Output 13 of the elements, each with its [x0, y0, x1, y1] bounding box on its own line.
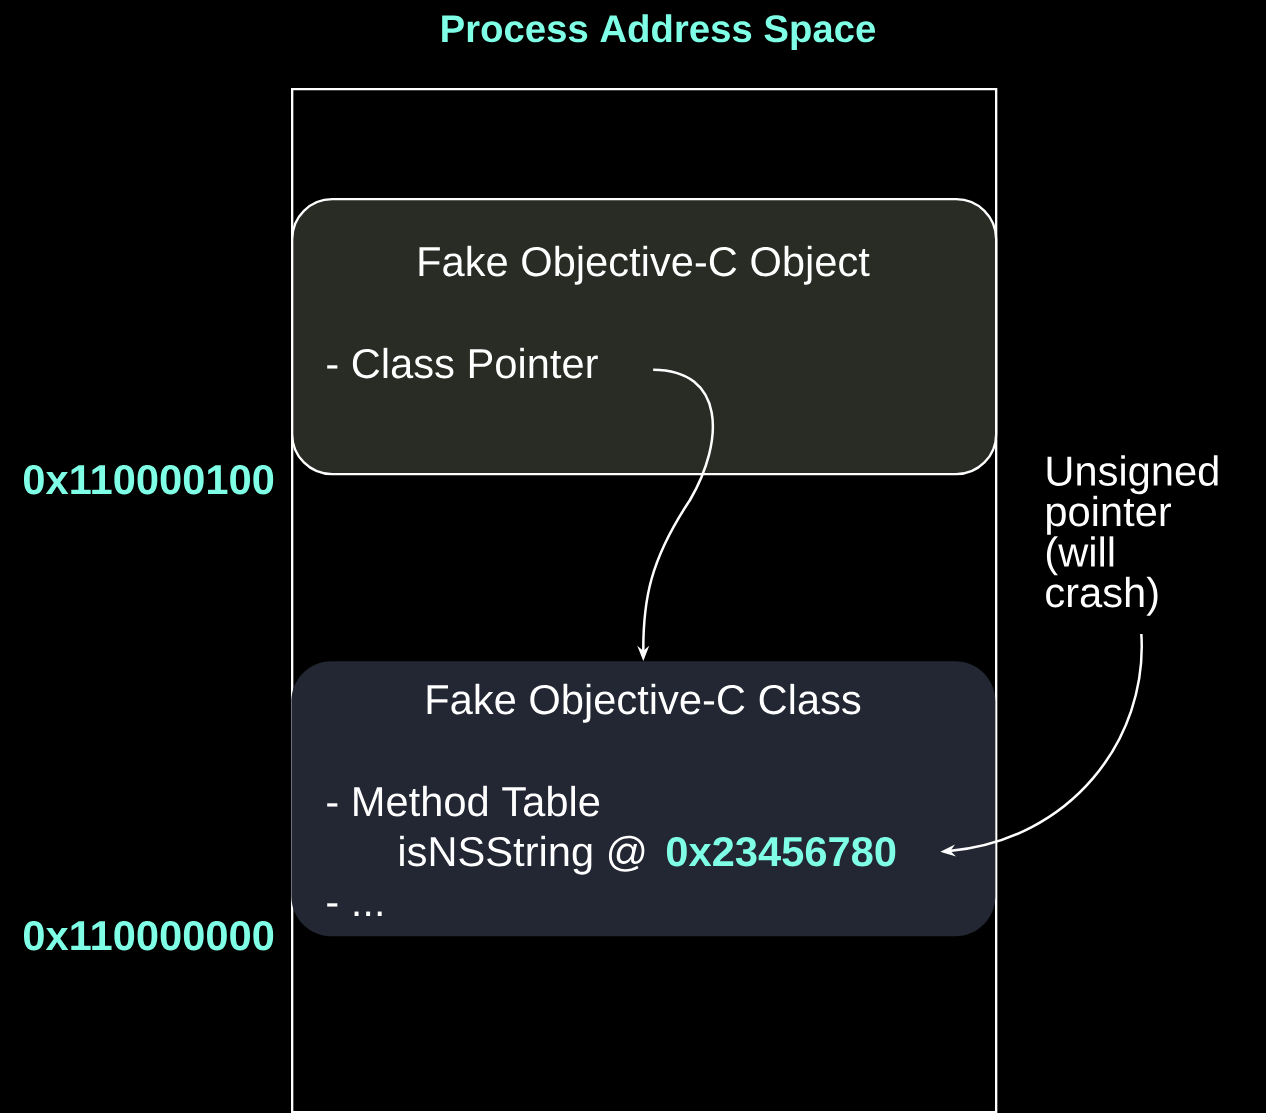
- box-text: - Class Pointer: [327, 347, 598, 379]
- address-label: 0x110000000: [24, 920, 274, 951]
- address-value: 0x23456780: [667, 836, 896, 867]
- box-text: - ...: [327, 903, 382, 916]
- box-text: - Method Table: [327, 785, 600, 817]
- object-box: [291, 661, 996, 937]
- address-label: 0x110000100: [24, 464, 274, 495]
- box-text: Fake Objective-C Object: [419, 245, 870, 285]
- box-text: isNSString @: [400, 835, 645, 875]
- region-title: Process Address Space: [442, 14, 876, 50]
- box-text: Fake Objective-C Class: [427, 683, 861, 723]
- note-text: Unsigned pointer (will crash): [1046, 455, 1218, 616]
- object-box: [291, 198, 998, 476]
